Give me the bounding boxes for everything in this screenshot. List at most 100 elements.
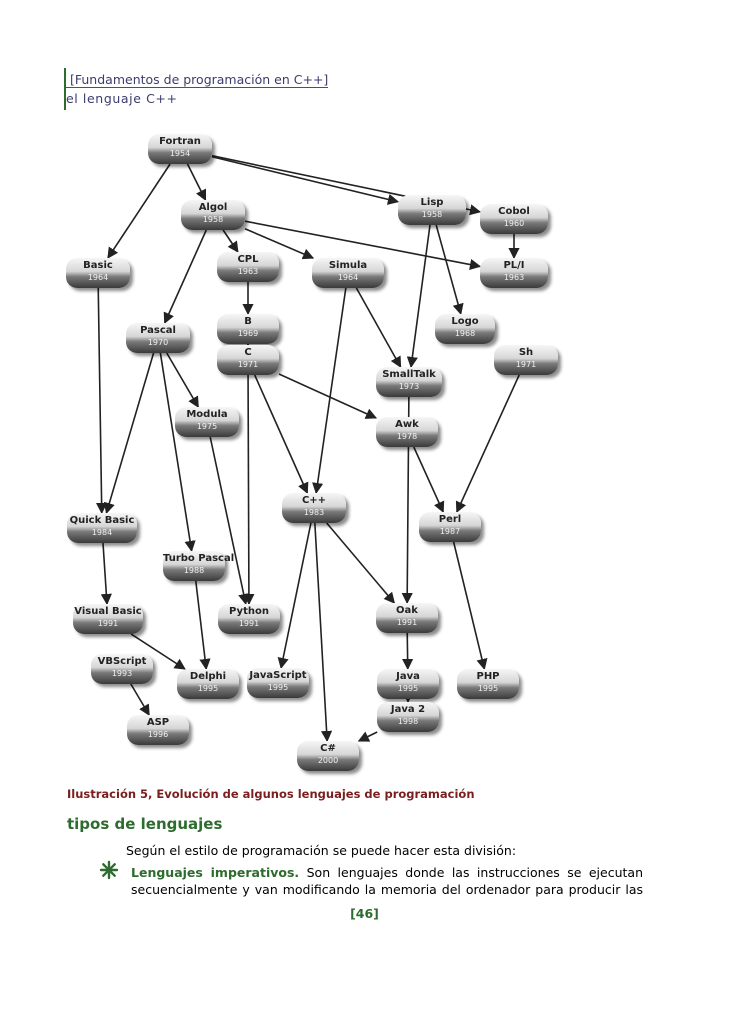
node-year: 1998 <box>397 717 419 726</box>
edge-simula-to-cpp <box>312 287 347 495</box>
node-name: Python <box>229 606 269 617</box>
edge-pascal-to-modula <box>166 352 199 408</box>
node-modula: Modula 1975 <box>175 407 239 437</box>
edge-quickbasic-to-visualbasic <box>100 542 112 606</box>
edge-cpp-to-oak <box>326 522 396 604</box>
language-evolution-diagram <box>96 154 520 743</box>
edge-java2-to-csharp <box>357 731 378 742</box>
node-name: Modula <box>186 409 228 420</box>
node-algol: Algol 1958 <box>181 200 245 230</box>
node-name: Simula <box>328 260 368 271</box>
node-year: 1995 <box>267 683 289 692</box>
node-java2: Java 2 1998 <box>377 702 439 732</box>
edge-cpp-to-javascript <box>277 522 312 670</box>
node-year: 1987 <box>439 527 461 536</box>
node-year: 1991 <box>97 619 119 628</box>
bullet-paragraph: Lenguajes imperativos. Son lenguajes don… <box>131 864 643 898</box>
node-year: 1988 <box>183 566 205 575</box>
node-year: 1993 <box>111 669 133 678</box>
edge-basic-to-quickbasic <box>96 287 108 515</box>
node-year: 1970 <box>147 338 169 347</box>
edge-fortran-to-lisp <box>211 155 400 205</box>
node-name: Awk <box>395 419 419 430</box>
chapter-title: el lenguaje C++ <box>66 91 178 106</box>
node-year: 1975 <box>196 422 218 431</box>
asterisk-bullet-icon <box>99 860 119 880</box>
edge-modula-to-python <box>209 436 250 606</box>
edge-fortran-to-algol <box>186 163 207 202</box>
node-year: 1991 <box>396 618 418 627</box>
node-year: 1984 <box>91 528 113 537</box>
edge-visualbasic-to-delphi <box>130 633 186 670</box>
node-name: Oak <box>396 605 418 616</box>
edge-vbscript-to-asp <box>130 683 150 716</box>
node-year: 1958 <box>202 215 224 224</box>
node-name: Java 2 <box>390 704 426 715</box>
node-year: 1971 <box>515 360 537 369</box>
node-name: Basic <box>83 260 113 271</box>
node-name: CPL <box>237 254 259 265</box>
node-name: Algol <box>198 202 228 213</box>
edge-fortran-to-basic <box>107 163 171 259</box>
node-name: JavaScript <box>249 670 307 681</box>
node-year: 1995 <box>397 684 419 693</box>
node-year: 1973 <box>398 382 420 391</box>
section-title: tipos de lenguajes <box>67 815 223 833</box>
node-name: VBScript <box>97 656 147 667</box>
node-year: 1958 <box>421 210 443 219</box>
edge-pascal-to-turbopascal <box>159 352 196 553</box>
bullet-body: Son lenguajes donde las instrucciones se… <box>131 865 643 897</box>
edge-c-to-awk <box>278 373 378 419</box>
edge-cpp-to-csharp <box>314 522 333 743</box>
node-year: 1968 <box>454 329 476 338</box>
edge-algol-to-pl1 <box>244 220 482 271</box>
node-name: C <box>244 347 252 358</box>
node-name: SmallTalk <box>382 369 436 380</box>
edge-simula-to-smalltalk <box>355 287 402 368</box>
header-divider <box>64 87 328 88</box>
header-vertical-rule <box>64 68 66 110</box>
edge-lisp-to-smalltalk <box>406 224 431 369</box>
node-name: ASP <box>146 717 170 728</box>
edge-c-to-python <box>243 374 255 606</box>
node-c: C 1971 <box>217 345 279 375</box>
bullet-term: Lenguajes imperativos. <box>131 865 300 880</box>
node-year: 1995 <box>197 684 219 693</box>
node-name: Pascal <box>140 325 176 336</box>
figure-caption: Ilustración 5, Evolución de algunos leng… <box>67 787 475 801</box>
page-header: [Fundamentos de programación en C++] el … <box>64 68 328 110</box>
intro-paragraph: Según el estilo de programación se puede… <box>126 843 517 858</box>
page-number: [46] <box>350 906 379 921</box>
node-name: B <box>244 316 252 327</box>
edge-sh-to-perl <box>455 374 520 514</box>
node-name: C++ <box>301 495 327 506</box>
edge-awk-to-perl <box>413 446 445 514</box>
node-name: Visual Basic <box>74 606 142 617</box>
node-name: Sh <box>518 347 534 358</box>
node-name: Cobol <box>498 206 530 217</box>
node-name: Delphi <box>189 671 227 682</box>
node-sh: Sh 1971 <box>494 345 558 375</box>
node-year: 1963 <box>503 273 525 282</box>
edge-oak-to-java <box>402 632 414 671</box>
edge-algol-to-cpl <box>222 229 239 253</box>
node-year: 1995 <box>477 684 499 693</box>
node-name: Fortran <box>159 136 201 147</box>
node-name: PL/I <box>503 260 525 271</box>
node-vbscript: VBScript 1993 <box>91 654 153 684</box>
node-oak: Oak 1991 <box>376 603 438 633</box>
node-year: 1960 <box>503 219 525 228</box>
node-year: 1963 <box>237 267 259 276</box>
node-cobol: Cobol 1960 <box>480 204 548 234</box>
edge-turbopascal-to-delphi <box>194 580 211 671</box>
node-year: 1971 <box>237 360 259 369</box>
node-year: 1991 <box>238 619 260 628</box>
edge-pascal-to-quickbasic <box>103 352 155 515</box>
